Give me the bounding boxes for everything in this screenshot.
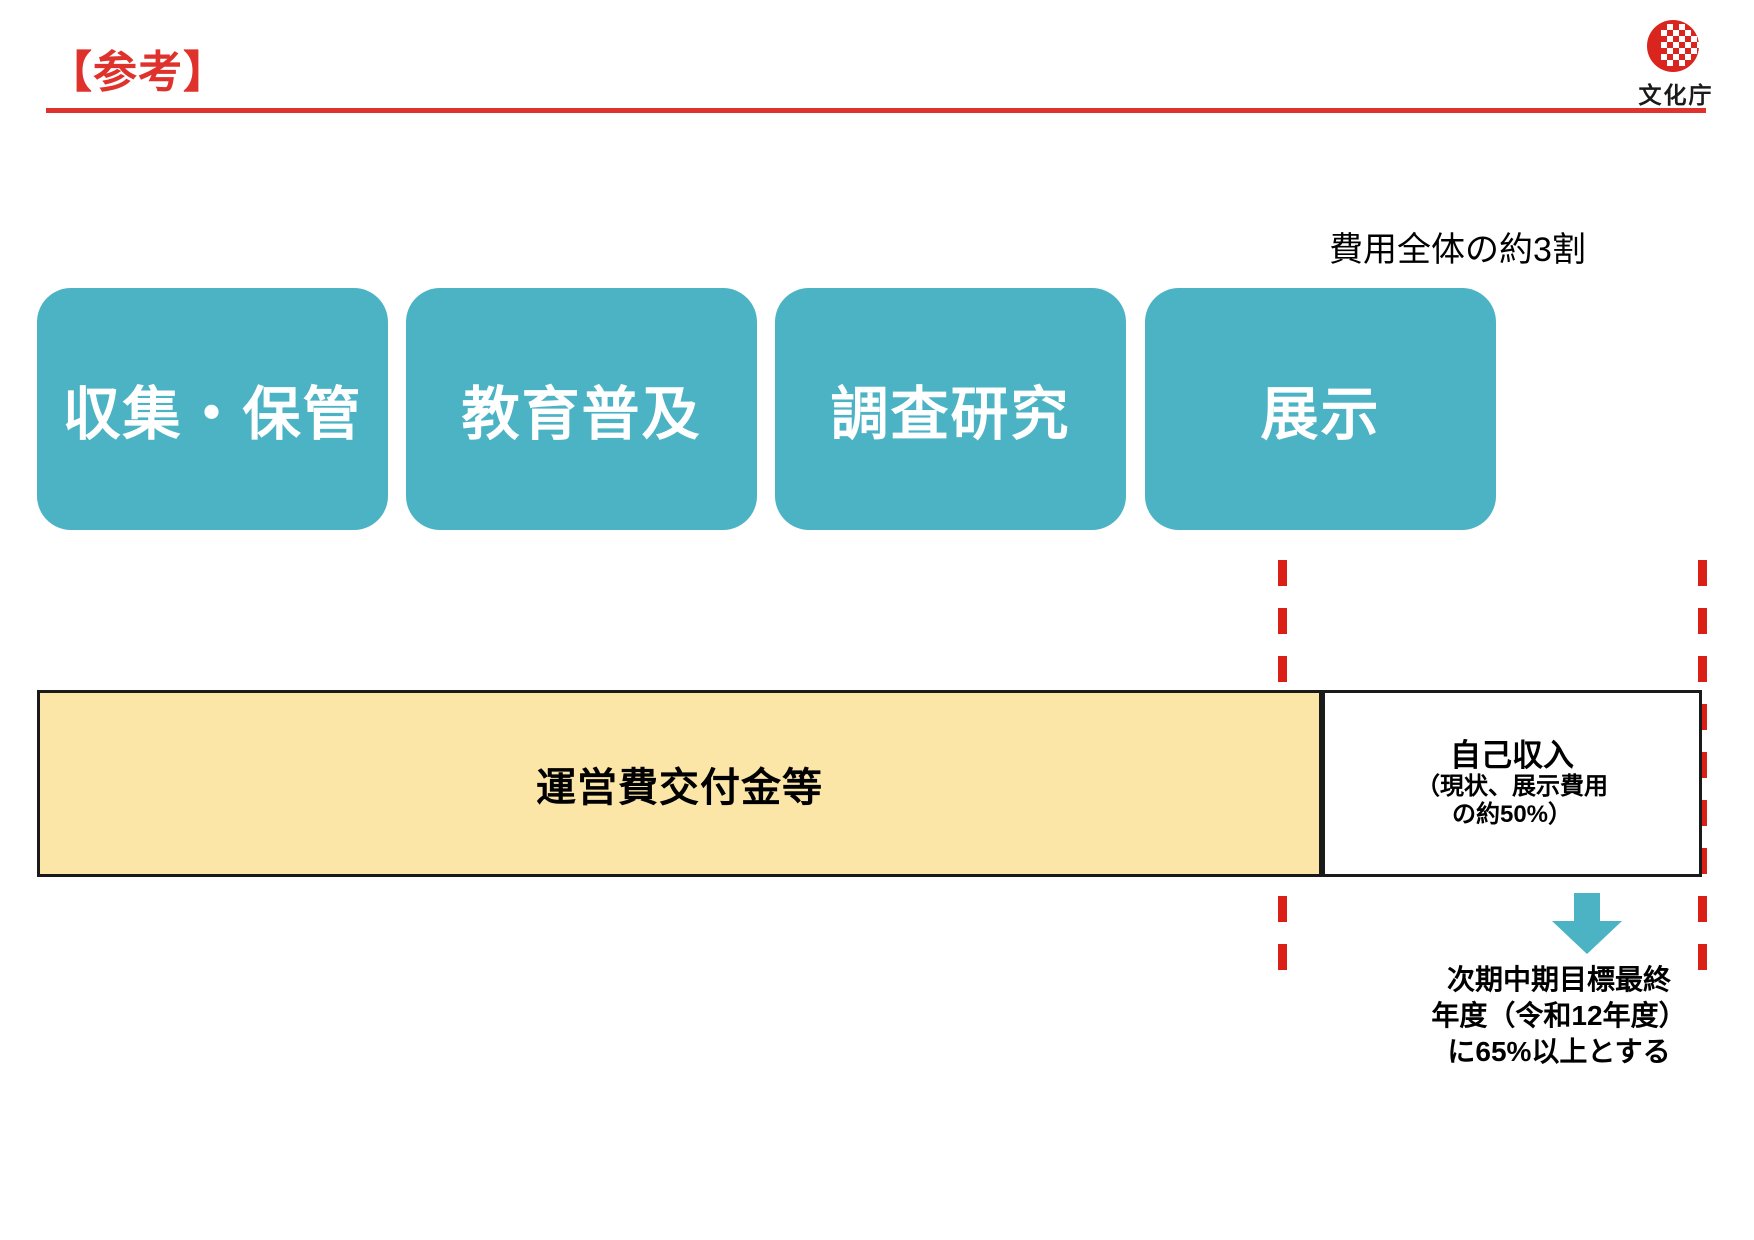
funding-segment-own-revenue: 自己収入 （現状、展示費用 の約50%） — [1322, 690, 1702, 877]
target-note: 次期中期目標最終 年度（令和12年度） に65%以上とする — [1430, 962, 1688, 1069]
function-box-label: 教育普及 — [461, 382, 702, 447]
function-box-education-outreach[interactable]: 教育普及 — [406, 288, 757, 530]
guide-line-exhibition-end — [1698, 560, 1707, 990]
funding-segment-subsidy-label: 運営費交付金等 — [536, 765, 823, 810]
funding-segment-own-revenue-title: 自己収入 — [1450, 737, 1574, 773]
header-divider — [46, 108, 1706, 113]
function-box-label: 調査研究 — [830, 382, 1071, 447]
bunkacho-logo-mark — [1639, 18, 1713, 74]
funding-bar: 運営費交付金等 自己収入 （現状、展示費用 の約50%） — [37, 690, 1702, 877]
funding-segment-own-revenue-note-line2: の約50%） — [1451, 800, 1573, 828]
down-arrow-glyph — [1552, 893, 1622, 954]
target-note-line-2: 年度（令和12年度） — [1431, 999, 1687, 1031]
funding-segment-subsidy: 運営費交付金等 — [37, 690, 1322, 877]
function-box-survey-research[interactable]: 調査研究 — [775, 288, 1126, 530]
down-arrow-icon — [1550, 893, 1624, 955]
cost-share-caption: 費用全体の約3割 — [1329, 231, 1586, 269]
bunkacho-logo-text: 文化庁 — [1638, 82, 1714, 108]
function-box-exhibition[interactable]: 展示 — [1145, 288, 1496, 530]
target-note-line-1: 次期中期目標最終 — [1446, 964, 1671, 995]
function-box-label: 展示 — [1260, 382, 1381, 447]
page-title: 【参考】 — [48, 48, 228, 97]
bunkacho-circle-icon — [1647, 20, 1703, 72]
funding-segment-own-revenue-note-line1: （現状、展示費用 — [1416, 772, 1608, 800]
function-box-label: 収集・保管 — [62, 382, 363, 447]
bunkacho-logo: 文化庁 — [1616, 18, 1736, 108]
function-box-collection-storage[interactable]: 収集・保管 — [37, 288, 388, 530]
target-note-line-3: に65%以上とする — [1447, 1035, 1671, 1067]
